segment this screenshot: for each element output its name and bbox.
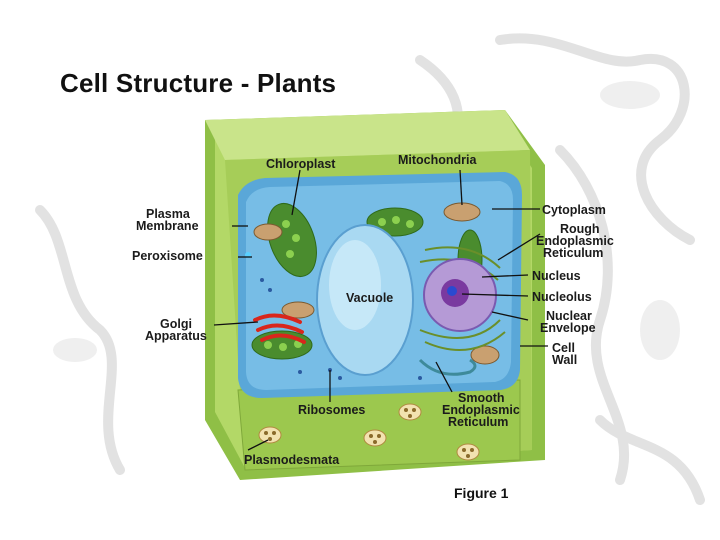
label-rough-er-1: Rough — [560, 222, 600, 236]
label-golgi-1: Golgi — [160, 317, 192, 331]
label-smooth-er-2: Endoplasmic — [442, 403, 520, 417]
smooth-er — [418, 358, 477, 376]
label-plasma-1: Plasma — [146, 207, 190, 221]
label-rough-er-3: Reticulum — [543, 246, 604, 260]
label-ribosomes: Ribosomes — [298, 403, 366, 417]
golgi-apparatus — [253, 313, 306, 344]
rough-er — [419, 246, 506, 351]
label-nucleus: Nucleus — [532, 269, 581, 283]
label-smooth-er-1: Smooth — [458, 391, 505, 405]
label-plasma-2: Membrane — [136, 219, 199, 233]
label-cytoplasm: Cytoplasm — [542, 203, 606, 217]
label-plasmodesmata: Plasmodesmata — [244, 453, 340, 467]
leader-lines — [213, 169, 548, 451]
label-peroxisome: Peroxisome — [132, 249, 203, 263]
mitochondria — [253, 202, 500, 365]
label-mitochondria: Mitochondria — [398, 153, 477, 167]
label-vacuole: Vacuole — [346, 291, 394, 305]
label-nuclear-envelope-1: Nuclear — [546, 309, 592, 323]
label-cell-wall-1: Cell — [552, 341, 575, 355]
label-nuclear-envelope-2: Envelope — [540, 321, 596, 335]
label-cell-wall-2: Wall — [552, 353, 578, 367]
label-rough-er-2: Endoplasmic — [536, 234, 614, 248]
label-nucleolus: Nucleolus — [532, 290, 592, 304]
figure-caption: Figure 1 — [454, 485, 509, 501]
label-chloroplast: Chloroplast — [266, 157, 336, 171]
slide-title: Cell Structure - Plants — [60, 68, 337, 98]
label-golgi-2: Apparatus — [145, 329, 207, 343]
label-smooth-er-3: Reticulum — [448, 415, 509, 429]
plasmodesmata — [258, 403, 480, 461]
